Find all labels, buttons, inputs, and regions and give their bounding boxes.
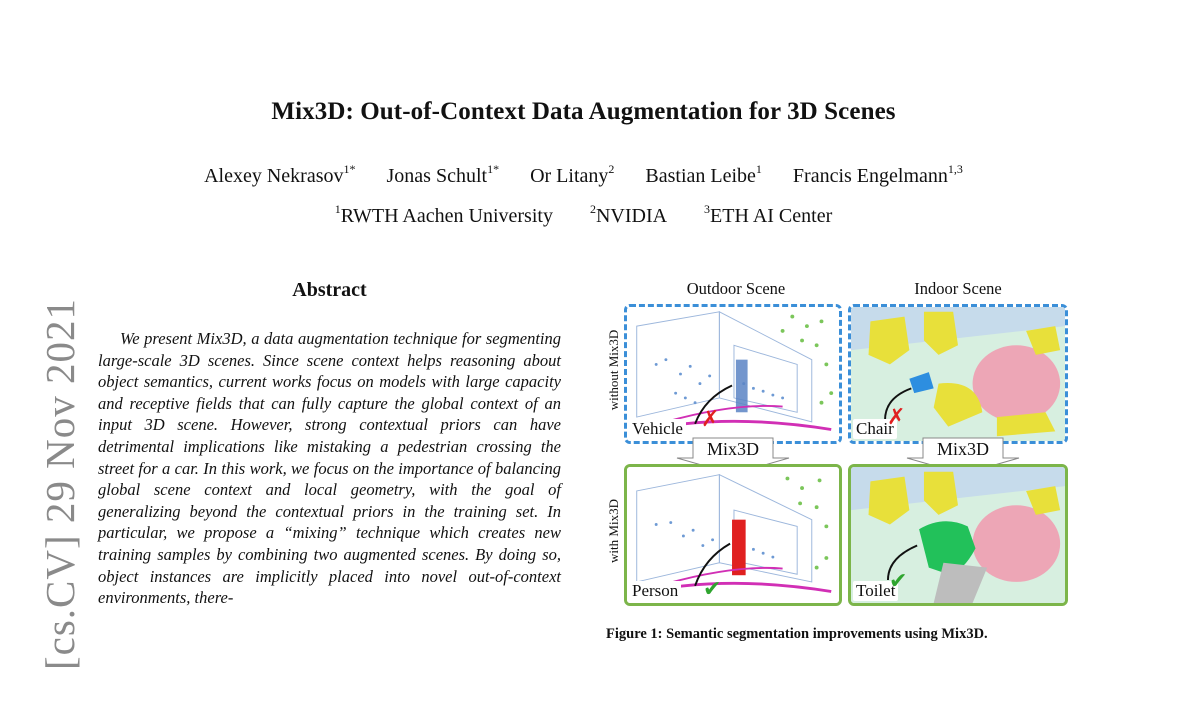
- check-mark-icon: ✔: [889, 569, 908, 594]
- indoor-scene-image: [851, 307, 1065, 441]
- paper-title: Mix3D: Out-of-Context Data Augmentation …: [271, 98, 896, 125]
- author-3: Or Litany2: [530, 162, 615, 187]
- abstract-body: We present Mix3D, a data augmentation te…: [98, 328, 561, 609]
- panel-outdoor-with: Person ✔: [624, 464, 842, 606]
- affiliation-1: 1RWTH Aachen University: [334, 202, 553, 227]
- arrow-label: Mix3D: [936, 439, 989, 459]
- row-label-with: with Mix3D: [606, 499, 621, 563]
- arrow-label: Mix3D: [706, 439, 759, 459]
- tag-vehicle: Vehicle: [629, 419, 686, 439]
- panel-indoor-without: Chair ✗: [848, 304, 1068, 444]
- tag-toilet: Toilet: [853, 581, 899, 601]
- col-header-outdoor: Outdoor Scene: [686, 279, 786, 298]
- author-5: Francis Engelmann1,3: [792, 162, 963, 187]
- outdoor-scene-image: [627, 467, 839, 603]
- panel-outdoor-without: Vehicle ✗: [624, 304, 842, 444]
- check-mark-icon: ✔: [703, 577, 722, 602]
- figure-1: Outdoor Scene Indoor Scene without Mix3D…: [600, 276, 1090, 648]
- abstract-text: We present Mix3D, a data augmentation te…: [98, 329, 561, 608]
- tag-person: Person: [629, 581, 682, 601]
- author-1: Alexey Nekrasov1*: [204, 162, 356, 187]
- author-2: Jonas Schult1*: [386, 162, 500, 187]
- affiliation-3: 3ETH AI Center: [704, 202, 833, 227]
- tag-chair: Chair: [853, 419, 897, 439]
- wrong-mark-icon: ✗: [701, 407, 720, 432]
- author-list: Alexey Nekrasov1* Jonas Schult1* Or Lita…: [0, 162, 1167, 188]
- figure-caption: Figure 1: Semantic segmentation improvem…: [606, 626, 988, 642]
- indoor-scene-image: [851, 467, 1065, 603]
- wrong-mark-icon: ✗: [887, 405, 906, 430]
- arxiv-stamp: [cs.CV] 29 Nov 2021: [37, 297, 83, 671]
- col-header-indoor: Indoor Scene: [914, 279, 1002, 298]
- row-label-without: without Mix3D: [606, 329, 621, 411]
- abstract-heading: Abstract: [292, 279, 367, 301]
- author-4: Bastian Leibe1: [645, 162, 762, 187]
- affiliation-list: 1RWTH Aachen University 2NVIDIA 3ETH AI …: [0, 202, 1167, 228]
- panel-indoor-with: Toilet ✔: [848, 464, 1068, 606]
- affiliation-2: 2NVIDIA: [589, 202, 668, 227]
